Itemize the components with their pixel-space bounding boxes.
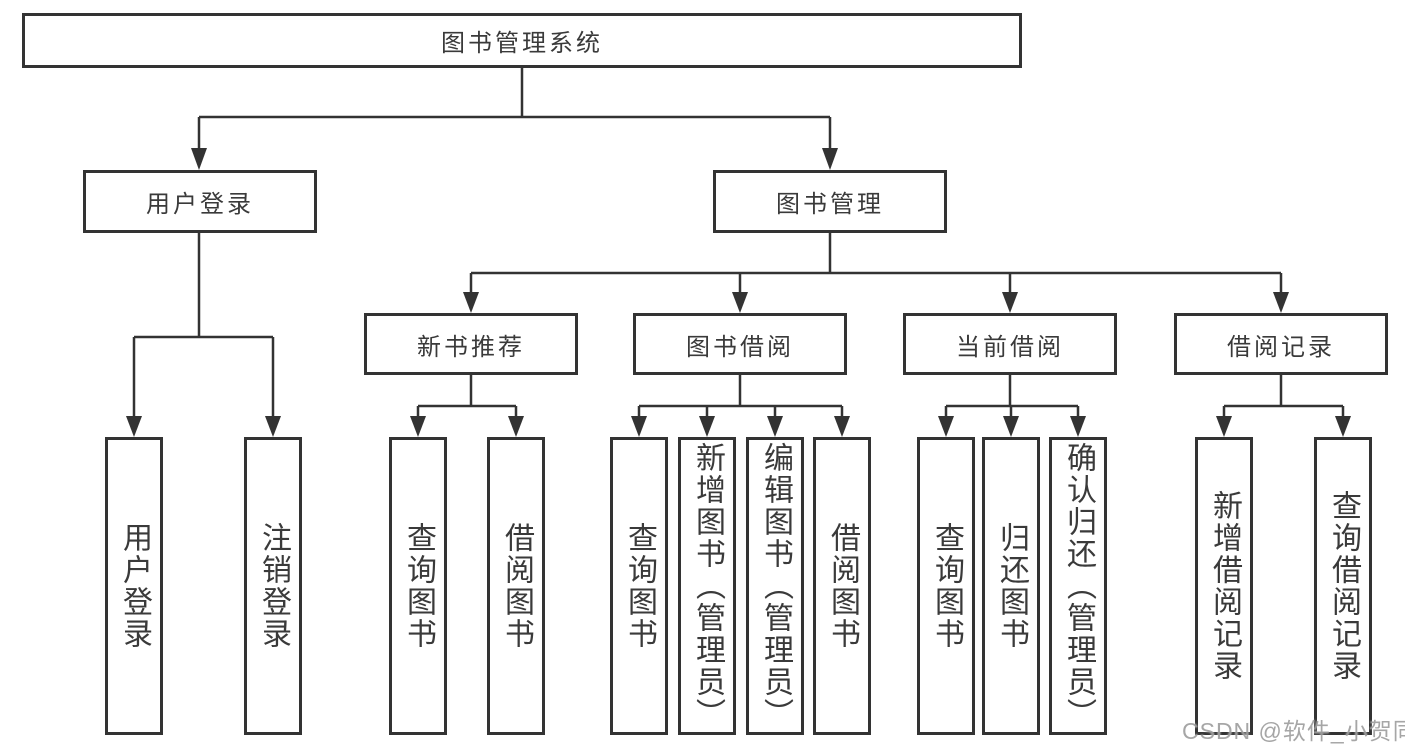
node-leaf-add-borrow-record: 新增借阅记录 [1195, 437, 1253, 735]
node-current-borrowing: 当前借阅 [903, 313, 1117, 375]
node-borrow-records: 借阅记录 [1174, 313, 1388, 375]
node-new-books-label: 新书推荐 [417, 333, 525, 361]
leaf-label: 查询图书 [930, 522, 963, 650]
leaf-label: 查询图书 [623, 522, 656, 650]
node-book-borrowing-label: 图书借阅 [686, 333, 794, 361]
leaf-label: 归还图书 [995, 522, 1028, 650]
node-leaf-query-books-1: 查询图书 [389, 437, 447, 735]
node-current-borrowing-label: 当前借阅 [956, 333, 1064, 361]
arrowheads [126, 148, 1351, 437]
leaf-label: 借阅图书 [500, 522, 533, 650]
node-user-login: 用户登录 [83, 170, 317, 233]
leaf-label: 用户登录 [118, 522, 151, 650]
node-leaf-confirm-return-admin: 确认归还（管理员） [1049, 437, 1107, 735]
leaf-label: 查询借阅记录 [1327, 490, 1360, 682]
node-book-management: 图书管理 [713, 170, 947, 233]
node-leaf-query-books-3: 查询图书 [917, 437, 975, 735]
node-root: 图书管理系统 [22, 13, 1022, 68]
node-leaf-edit-books-admin: 编辑图书（管理员） [746, 437, 804, 735]
leaf-label: 编辑图书（管理员） [759, 442, 792, 730]
leaf-label: 注销登录 [257, 522, 290, 650]
node-leaf-add-books-admin: 新增图书（管理员） [678, 437, 736, 735]
leaf-label: 借阅图书 [826, 522, 859, 650]
leaf-label: 确认归还（管理员） [1062, 442, 1095, 730]
node-leaf-query-books-2: 查询图书 [610, 437, 668, 735]
node-book-management-label: 图书管理 [776, 191, 884, 218]
node-borrow-records-label: 借阅记录 [1227, 333, 1335, 361]
node-root-label: 图书管理系统 [441, 30, 603, 57]
node-book-borrowing: 图书借阅 [633, 313, 847, 375]
node-user-login-label: 用户登录 [146, 191, 254, 218]
node-leaf-user-login: 用户登录 [105, 437, 163, 735]
node-new-books: 新书推荐 [364, 313, 578, 375]
leaf-label: 新增图书（管理员） [691, 442, 724, 730]
csdn-watermark: CSDN @软件_小贺同学 [1182, 718, 1405, 744]
node-leaf-logout: 注销登录 [244, 437, 302, 735]
leaf-label: 新增借阅记录 [1208, 490, 1241, 682]
leaf-label: 查询图书 [402, 522, 435, 650]
node-leaf-query-borrow-record: 查询借阅记录 [1314, 437, 1372, 735]
node-leaf-return-books: 归还图书 [982, 437, 1040, 735]
node-leaf-borrow-books-2: 借阅图书 [813, 437, 871, 735]
node-leaf-borrow-books-1: 借阅图书 [487, 437, 545, 735]
